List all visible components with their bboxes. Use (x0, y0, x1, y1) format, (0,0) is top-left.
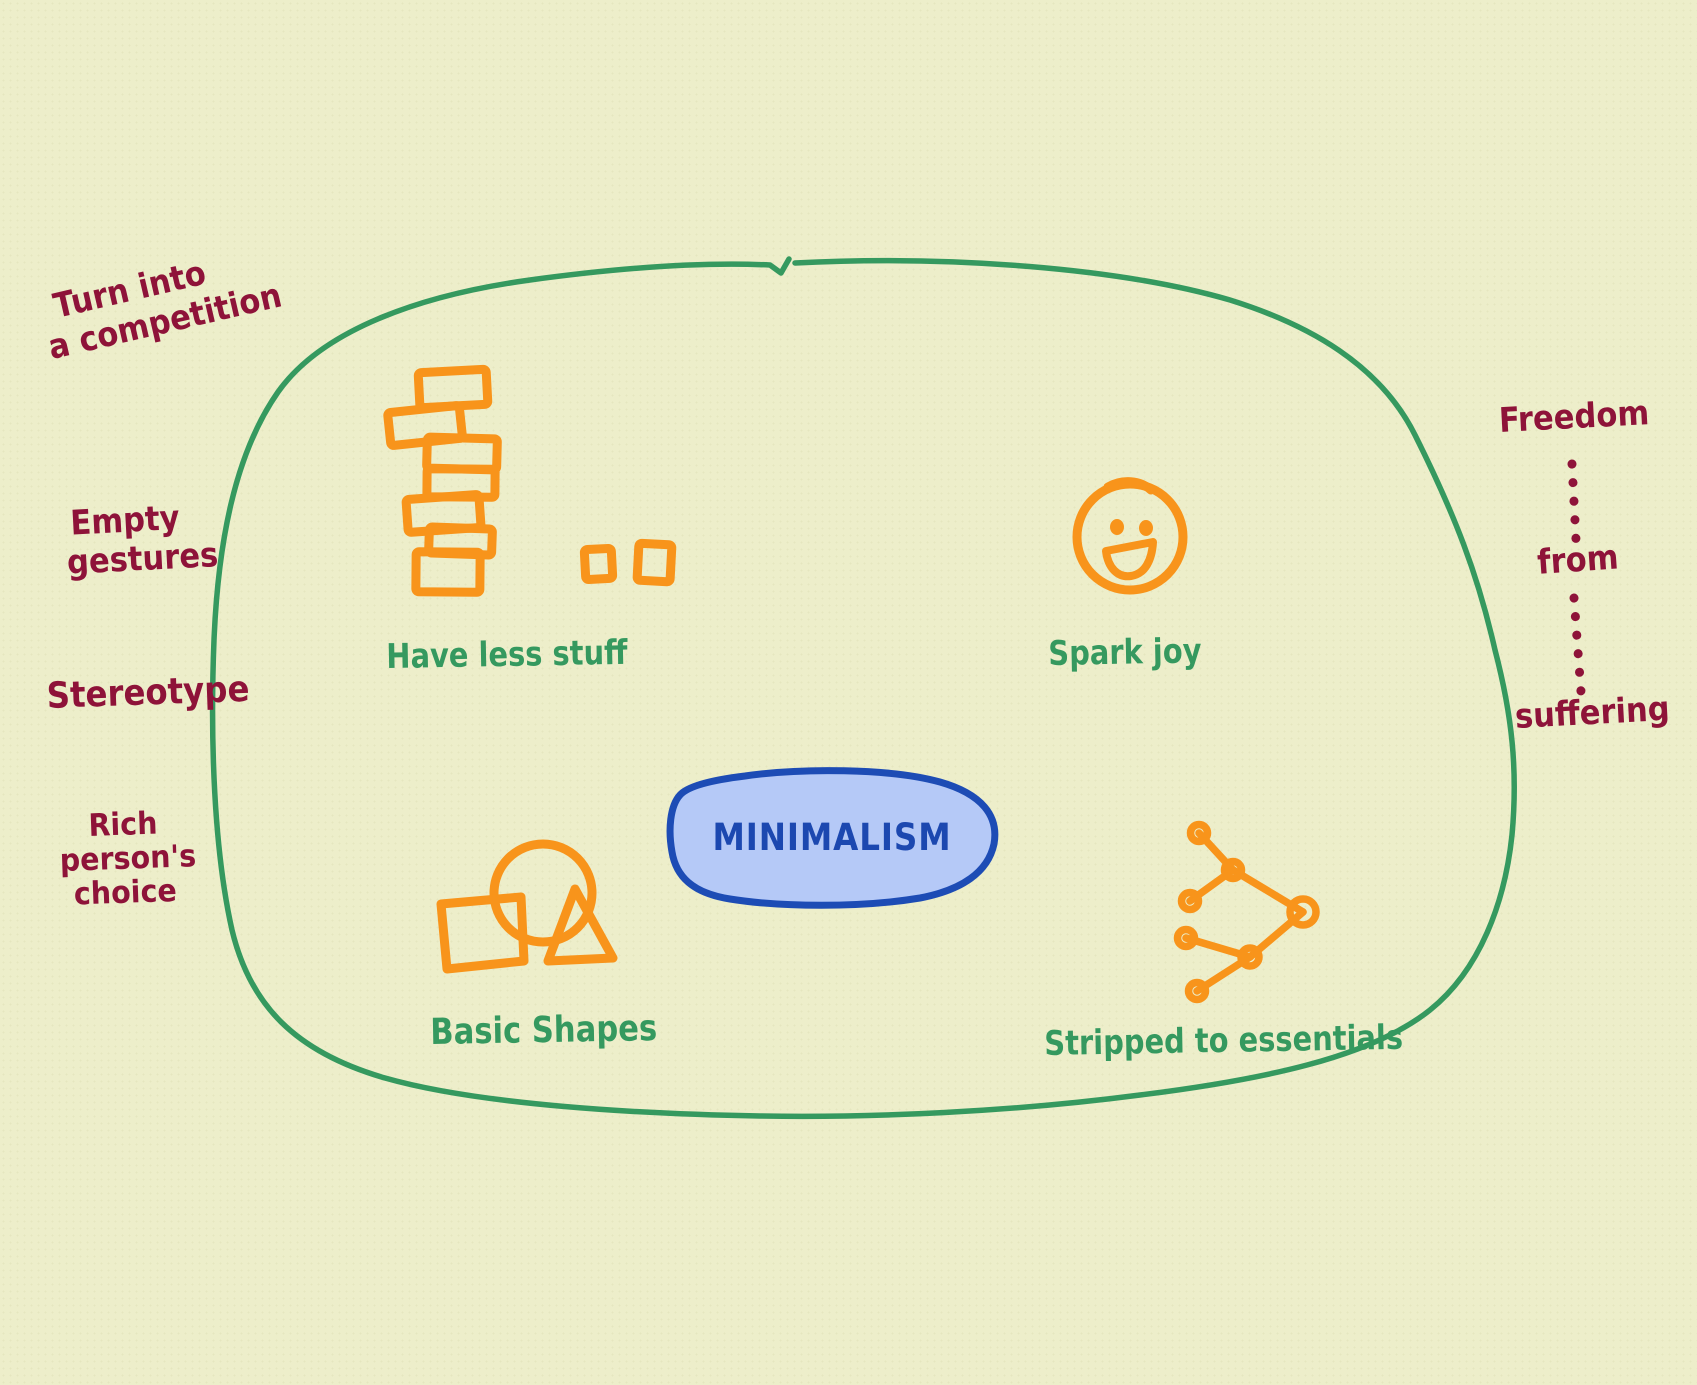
branch-label-basic-shapes[interactable]: Basic Shapes (430, 1008, 658, 1053)
annotation-stereotype[interactable]: Stereotype (46, 668, 251, 717)
branch-label-stripped-to-essentials[interactable]: Stripped to essentials (1044, 1017, 1404, 1064)
node-tree-icon[interactable] (1173, 820, 1320, 1004)
annotation-rich-persons-choice[interactable]: Rich person's choice (58, 806, 197, 913)
annotation-empty-gestures[interactable]: Empty gestures (64, 497, 219, 584)
annotation-from[interactable]: from (1535, 537, 1620, 583)
geometric-shapes-icon[interactable] (436, 839, 618, 974)
dotted-line-connector[interactable] (1567, 459, 1586, 697)
annotation-suffering[interactable]: suffering (1513, 688, 1671, 737)
minimalism-node[interactable] (666, 767, 999, 909)
brick-stack-icon[interactable] (383, 364, 677, 597)
branch-label-have-less-stuff[interactable]: Have less stuff (386, 632, 628, 677)
branch-label-spark-joy[interactable]: Spark joy (1048, 631, 1202, 674)
group-boundary-outline[interactable] (209, 256, 1517, 1120)
smiley-face-icon[interactable] (1072, 477, 1188, 595)
minimalism-node-label[interactable]: MINIMALISM (712, 816, 952, 859)
annotation-line: choice (73, 873, 178, 913)
annotation-line: gestures (66, 535, 220, 584)
annotation-freedom[interactable]: Freedom (1497, 393, 1651, 441)
